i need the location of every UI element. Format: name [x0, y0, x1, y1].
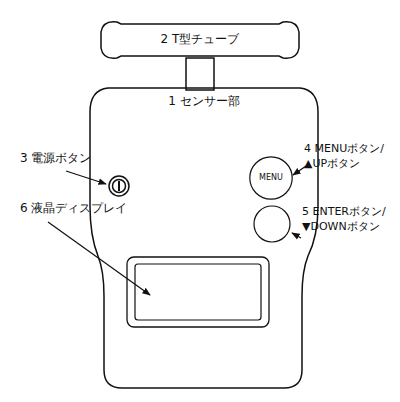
callout-label: 3 電源ボタン [20, 150, 130, 167]
part-label: 1 センサー部 [88, 86, 320, 110]
button-label: MENU [249, 156, 293, 200]
menu-button: MENU [249, 156, 293, 200]
callout-label: 5 ENTERボタン/ ▼DOWNボタン [302, 204, 397, 235]
power-button [109, 176, 129, 196]
enter-button [254, 206, 290, 242]
callout-label: 4 MENUボタン/ ▲UPボタン [304, 141, 396, 172]
leader-line [292, 233, 301, 238]
lcd-frame [127, 257, 269, 327]
lcd-screen [135, 264, 261, 320]
tube-stem [186, 58, 214, 90]
sensor-body: 1 センサー部 MENU [88, 86, 320, 392]
power-symbol [118, 181, 120, 191]
callout-label: 6 液晶ディスプレイ [20, 200, 150, 217]
leader-line [66, 171, 106, 184]
power-symbol [113, 180, 126, 193]
part-label: 2 T型チューブ [95, 16, 305, 48]
t-tube: 2 T型チューブ [95, 16, 305, 62]
sensor-body-outline [88, 86, 320, 392]
